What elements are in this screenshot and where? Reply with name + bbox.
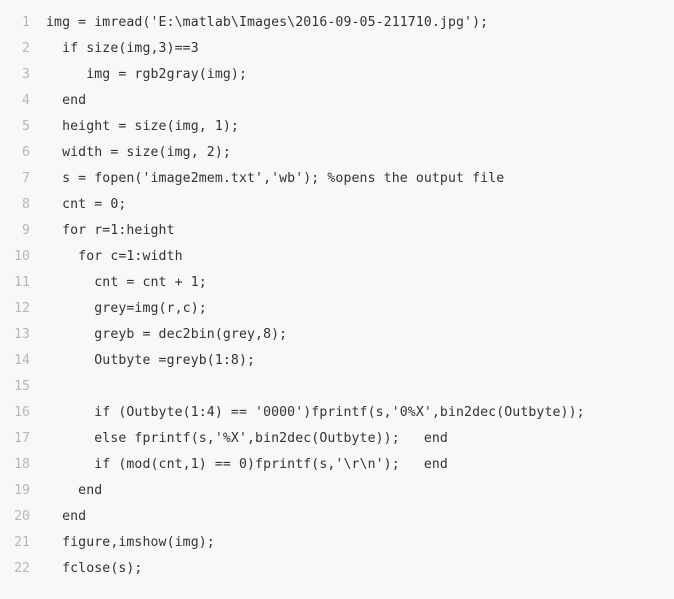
- code-text[interactable]: s = fopen('image2mem.txt','wb'); %opens …: [46, 171, 505, 186]
- code-line: 19 end: [0, 478, 674, 504]
- code-text[interactable]: greyb = dec2bin(grey,8);: [46, 327, 288, 342]
- code-line: 11 cnt = cnt + 1;: [0, 270, 674, 296]
- line-number: 16: [14, 405, 30, 420]
- line-number: 9: [22, 223, 30, 238]
- line-number: 12: [14, 301, 30, 316]
- code-line: 2 if size(img,3)==3: [0, 36, 674, 62]
- line-number: 15: [14, 379, 30, 394]
- code-line: 13 greyb = dec2bin(grey,8);: [0, 322, 674, 348]
- code-text[interactable]: img = rgb2gray(img);: [46, 67, 247, 82]
- code-text[interactable]: Outbyte =greyb(1:8);: [46, 353, 256, 368]
- code-text[interactable]: for c=1:width: [46, 249, 183, 264]
- code-text[interactable]: end: [46, 483, 103, 498]
- code-line: 9 for r=1:height: [0, 218, 674, 244]
- code-text[interactable]: width = size(img, 2);: [46, 145, 231, 160]
- code-line: 5 height = size(img, 1);: [0, 114, 674, 140]
- line-number: 20: [14, 509, 30, 524]
- code-text[interactable]: if (mod(cnt,1) == 0)fprintf(s,'\r\n'); e…: [46, 457, 448, 472]
- line-number: 11: [14, 275, 30, 290]
- line-number: 22: [14, 561, 30, 576]
- code-text[interactable]: else fprintf(s,'%X',bin2dec(Outbyte)); e…: [46, 431, 448, 446]
- code-line: 20 end: [0, 504, 674, 530]
- code-text[interactable]: img = imread('E:\matlab\Images\2016-09-0…: [46, 15, 489, 30]
- code-line: 16 if (Outbyte(1:4) == '0000')fprintf(s,…: [0, 400, 674, 426]
- line-number: 17: [14, 431, 30, 446]
- line-number: 3: [22, 67, 30, 82]
- code-line: 17 else fprintf(s,'%X',bin2dec(Outbyte))…: [0, 426, 674, 452]
- line-number: 8: [22, 197, 30, 212]
- code-lines: 1 img = imread('E:\matlab\Images\2016-09-…: [0, 10, 674, 582]
- line-number: 2: [22, 41, 30, 56]
- code-text[interactable]: figure,imshow(img);: [46, 535, 215, 550]
- line-number: 21: [14, 535, 30, 550]
- line-number: 13: [14, 327, 30, 342]
- code-line: 21 figure,imshow(img);: [0, 530, 674, 556]
- code-text[interactable]: if (Outbyte(1:4) == '0000')fprintf(s,'0%…: [46, 405, 585, 420]
- line-number: 7: [22, 171, 30, 186]
- code-text[interactable]: fclose(s);: [46, 561, 143, 576]
- code-line: 4 end: [0, 88, 674, 114]
- line-number: 14: [14, 353, 30, 368]
- code-line: 6 width = size(img, 2);: [0, 140, 674, 166]
- code-text[interactable]: end: [46, 93, 87, 108]
- code-line: 8 cnt = 0;: [0, 192, 674, 218]
- code-text[interactable]: for r=1:height: [46, 223, 175, 238]
- code-line: 15: [0, 374, 674, 400]
- code-line: 22 fclose(s);: [0, 556, 674, 582]
- code-text[interactable]: cnt = 0;: [46, 197, 127, 212]
- code-line: 18 if (mod(cnt,1) == 0)fprintf(s,'\r\n')…: [0, 452, 674, 478]
- code-text[interactable]: grey=img(r,c);: [46, 301, 207, 316]
- line-number: 1: [22, 15, 30, 30]
- code-text[interactable]: if size(img,3)==3: [46, 41, 199, 56]
- code-line: 14 Outbyte =greyb(1:8);: [0, 348, 674, 374]
- line-number: 10: [14, 249, 30, 264]
- line-number: 5: [22, 119, 30, 134]
- code-line: 7 s = fopen('image2mem.txt','wb'); %open…: [0, 166, 674, 192]
- code-line: 3 img = rgb2gray(img);: [0, 62, 674, 88]
- code-line: 10 for c=1:width: [0, 244, 674, 270]
- line-number: 18: [14, 457, 30, 472]
- line-number: 4: [22, 93, 30, 108]
- code-text[interactable]: end: [46, 509, 87, 524]
- line-number: 19: [14, 483, 30, 498]
- code-line: 12 grey=img(r,c);: [0, 296, 674, 322]
- code-text[interactable]: cnt = cnt + 1;: [46, 275, 207, 290]
- code-text[interactable]: height = size(img, 1);: [46, 119, 239, 134]
- code-line: 1 img = imread('E:\matlab\Images\2016-09-…: [0, 10, 674, 36]
- line-number: 6: [22, 145, 30, 160]
